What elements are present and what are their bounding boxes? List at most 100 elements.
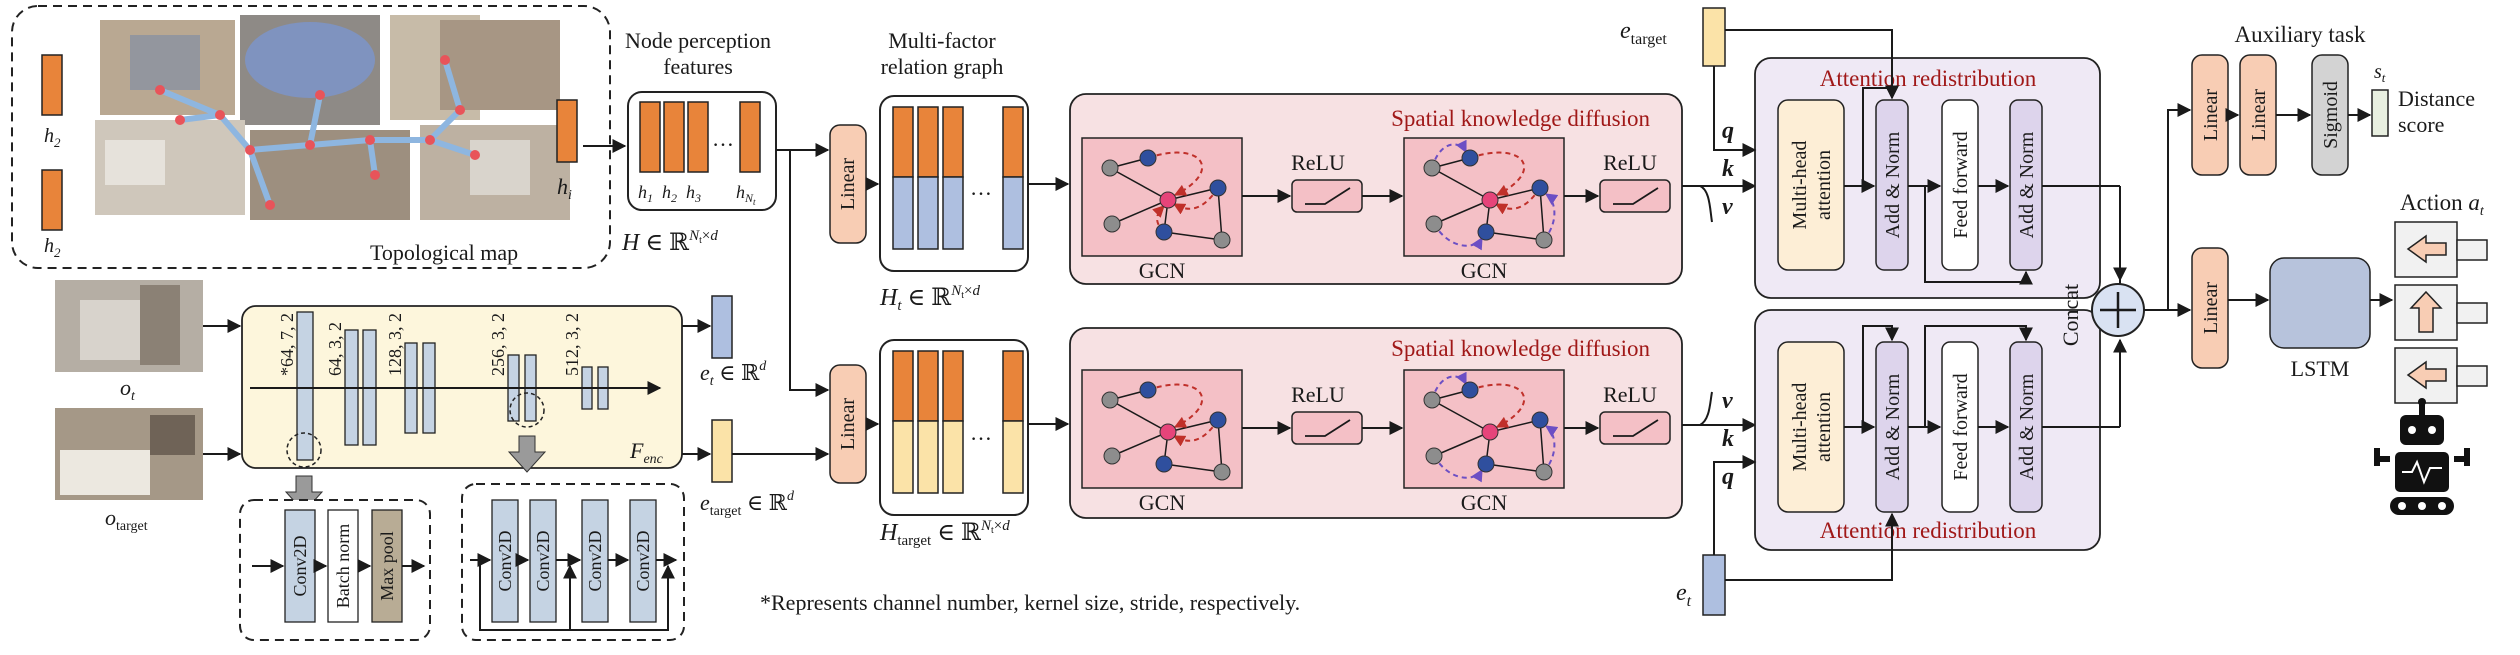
mha-top-line1: Multi-head	[1789, 141, 1811, 230]
attention-title-bottom: Attention redistribution	[1820, 518, 2037, 543]
node-features-dots: …	[712, 126, 734, 151]
topological-map-caption: Topological map	[370, 240, 518, 265]
distance-score-1: Distance	[2398, 86, 2475, 111]
relu-label-3: ReLU	[1291, 382, 1345, 407]
feedforward-top: Feed forward	[1950, 131, 1972, 238]
addnorm-bottom-1: Add & Norm	[1882, 373, 1904, 480]
etarget-output-label: etarget ∈ ℝd	[700, 489, 795, 519]
relation-top-formula: Ht ∈ ℝNt×d	[879, 283, 981, 314]
v-label-top: v	[1722, 194, 1733, 220]
h2-top-sub: 2	[54, 135, 61, 150]
relation-dots-top: …	[970, 175, 992, 200]
hi-bar	[556, 99, 578, 163]
relation-dots-bottom: …	[970, 420, 992, 445]
h2-bottom-sub: 2	[54, 245, 61, 260]
gcn-label-1: GCN	[1139, 258, 1186, 283]
node-perception-features: Node perception features … h1 h2 h3 hNt …	[621, 28, 777, 256]
concat-node: Concat	[2058, 283, 2145, 346]
policy-linear: Linear	[2200, 282, 2222, 335]
layer-label-3: 128, 3, 2	[385, 313, 405, 376]
h2-top-bar	[41, 54, 63, 116]
q-label-top: q	[1722, 118, 1734, 144]
detail-r-conv2d-1: Conv2D	[495, 530, 515, 591]
addnorm-bottom-2: Add & Norm	[2016, 373, 2038, 480]
detail-maxpool: Max pool	[377, 531, 397, 601]
node-features-title-1: Node perception	[625, 28, 771, 53]
visual-encoder: *64, 7, 2 64, 3, 2 128, 3, 2 256, 3, 2 5…	[241, 305, 683, 469]
etarget-input-label: e	[1620, 18, 1631, 44]
policy-head: Linear LSTM Action at	[2191, 190, 2488, 515]
relu-label-2: ReLU	[1603, 150, 1657, 175]
encoder-detail-blocks: Conv2D Batch norm Max pool Conv2D Conv2D…	[239, 435, 685, 641]
v-label-bottom: v	[1722, 388, 1733, 414]
layer-label-4: 256, 3, 2	[488, 313, 508, 376]
mha-bottom-line2: attention	[1813, 392, 1835, 462]
spatial-knowledge-diffusion-top: Spatial knowledge diffusion GCN ReLU	[1069, 93, 1683, 285]
relation-title-2: relation graph	[881, 54, 1004, 79]
svg-text:Action at: Action at	[2400, 190, 2485, 219]
linear-top: Linear	[829, 124, 867, 244]
svg-text:hi: hi	[557, 174, 572, 203]
spatial-knowledge-diffusion-bottom: Spatial knowledge diffusion GCN ReLU	[1069, 327, 1683, 519]
detail-r-conv2d-4: Conv2D	[633, 530, 653, 591]
q-label-bottom: q	[1722, 464, 1734, 490]
relation-bottom-formula: Htarget ∈ ℝNt×d	[879, 518, 1010, 549]
hi-label: h	[557, 174, 568, 199]
aux-sigmoid: Sigmoid	[2320, 81, 2342, 149]
node-features-formula: H ∈ ℝNt×d	[621, 228, 718, 256]
diffusion-title-bottom: Spatial knowledge diffusion	[1391, 336, 1650, 361]
svg-text:h2: h2	[44, 235, 61, 260]
k-label-top: k	[1722, 156, 1734, 182]
linear-bottom-label: Linear	[837, 398, 859, 451]
detail-r-conv2d-3: Conv2D	[585, 530, 605, 591]
addnorm-top-2: Add & Norm	[2016, 131, 2038, 238]
layer-label-5: 512, 3, 2	[562, 313, 582, 376]
addnorm-top-1: Add & Norm	[1882, 131, 1904, 238]
attention-redistribution-bottom: Attention redistribution Multi-head atte…	[1754, 309, 2120, 551]
distance-score-2: score	[2398, 112, 2444, 137]
layer-label-2: 64, 3, 2	[325, 322, 345, 376]
aux-linear-1: Linear	[2200, 89, 2222, 142]
linear-bottom: Linear	[829, 364, 867, 484]
relu-label-4: ReLU	[1603, 382, 1657, 407]
svg-text:otarget: otarget	[105, 505, 148, 534]
detail-conv2d-1: Conv2D	[290, 535, 310, 596]
robot-icon	[2374, 398, 2470, 515]
et-output-label: et ∈ ℝd	[700, 359, 767, 389]
layer-label-1: *64, 7, 2	[277, 313, 297, 376]
relu-label-1: ReLU	[1291, 150, 1345, 175]
mha-top-line2: attention	[1813, 150, 1835, 220]
svg-text:h2: h2	[44, 125, 61, 150]
multi-factor-relation-graph: Multi-factor relation graph … Ht ∈ ℝNt×d…	[879, 28, 1029, 549]
gcn-label-3: GCN	[1139, 490, 1186, 515]
feedforward-bottom: Feed forward	[1950, 373, 1972, 480]
attention-redistribution-top: Attention redistribution Multi-head atte…	[1754, 57, 2121, 300]
gcn-label-4: GCN	[1461, 490, 1508, 515]
lstm-label: LSTM	[2291, 356, 2350, 381]
etarget-input-top: etarget	[1620, 7, 1899, 157]
detail-batchnorm: Batch norm	[333, 524, 353, 608]
svg-text:ot: ot	[120, 375, 136, 404]
aux-title: Auxiliary task	[2235, 22, 2366, 47]
h2-top-label: h	[44, 125, 54, 147]
aux-linear-2: Linear	[2248, 89, 2270, 142]
topological-map-panel: h2 h2 hi Topological map	[11, 5, 611, 269]
node-features-title-2: features	[663, 54, 733, 79]
svg-text:etarget: etarget	[1620, 18, 1667, 48]
observation-images: ot otarget	[55, 280, 203, 534]
relation-title-1: Multi-factor	[888, 28, 996, 53]
h2-bottom-label: h	[44, 235, 54, 257]
concat-label: Concat	[2058, 284, 2083, 346]
diffusion-title-top: Spatial knowledge diffusion	[1391, 106, 1650, 131]
attention-title-top: Attention redistribution	[1820, 66, 2037, 91]
gcn-label-2: GCN	[1461, 258, 1508, 283]
detail-r-conv2d-2: Conv2D	[533, 530, 553, 591]
et-input-bottom: et	[1676, 455, 1899, 616]
mha-bottom-line1: Multi-head	[1789, 383, 1811, 472]
auxiliary-task: Auxiliary task Linear Linear Sigmoid st …	[2191, 22, 2475, 176]
svg-text:st: st	[2374, 61, 2386, 85]
svg-text:et: et	[1676, 580, 1692, 610]
h2-bottom-bar	[41, 169, 63, 231]
k-label-bottom: k	[1722, 426, 1734, 452]
